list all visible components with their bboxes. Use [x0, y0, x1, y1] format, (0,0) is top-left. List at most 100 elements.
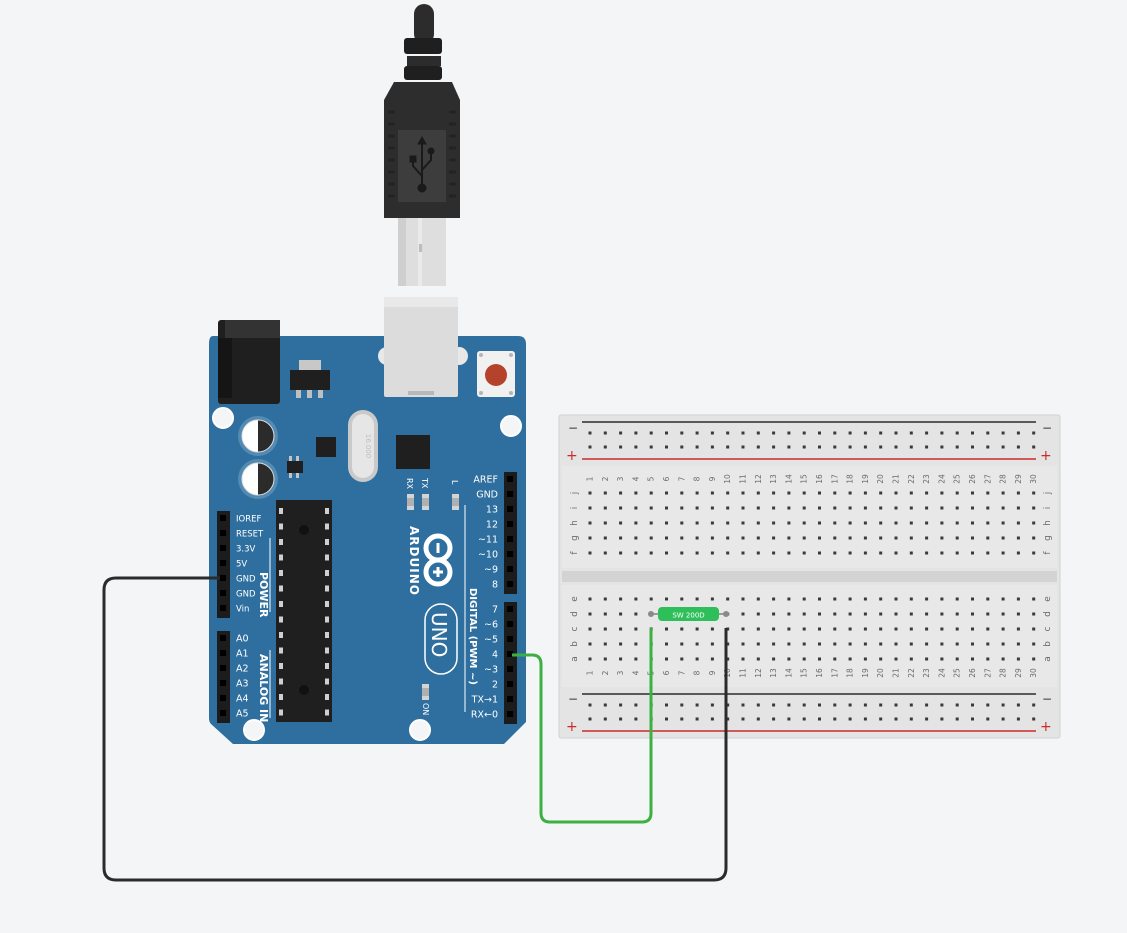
- terminal-hole[interactable]: [833, 506, 837, 510]
- terminal-hole[interactable]: [1032, 597, 1036, 601]
- rail-hole[interactable]: [955, 431, 959, 435]
- terminal-hole[interactable]: [649, 506, 653, 510]
- terminal-hole[interactable]: [787, 627, 791, 631]
- terminal-hole[interactable]: [848, 551, 852, 555]
- power-pin-socket[interactable]: [220, 530, 226, 536]
- terminal-hole[interactable]: [1016, 612, 1020, 616]
- terminal-hole[interactable]: [695, 506, 699, 510]
- rail-hole[interactable]: [665, 445, 668, 449]
- rail-hole[interactable]: [833, 717, 837, 721]
- terminal-hole[interactable]: [925, 551, 929, 555]
- rail-hole[interactable]: [619, 431, 623, 435]
- terminal-hole[interactable]: [986, 627, 990, 631]
- terminal-hole[interactable]: [909, 642, 913, 646]
- rail-hole[interactable]: [955, 703, 959, 707]
- terminal-hole[interactable]: [802, 597, 806, 601]
- terminal-hole[interactable]: [833, 521, 837, 525]
- terminal-hole[interactable]: [772, 642, 776, 646]
- terminal-hole[interactable]: [741, 627, 745, 631]
- terminal-hole[interactable]: [955, 657, 959, 661]
- terminal-hole[interactable]: [726, 536, 730, 540]
- digital-pin-socket[interactable]: [507, 711, 513, 717]
- terminal-hole[interactable]: [680, 642, 684, 646]
- terminal-hole[interactable]: [863, 627, 867, 631]
- rail-hole[interactable]: [772, 703, 776, 707]
- rail-hole[interactable]: [1032, 717, 1036, 721]
- terminal-hole[interactable]: [1001, 627, 1005, 631]
- terminal-hole[interactable]: [1016, 506, 1020, 510]
- terminal-hole[interactable]: [1032, 536, 1036, 540]
- rail-hole[interactable]: [955, 445, 959, 449]
- terminal-hole[interactable]: [863, 642, 867, 646]
- terminal-hole[interactable]: [925, 627, 929, 631]
- terminal-hole[interactable]: [1001, 521, 1005, 525]
- terminal-hole[interactable]: [741, 597, 745, 601]
- rail-hole[interactable]: [894, 717, 898, 721]
- rail-hole[interactable]: [649, 445, 653, 449]
- terminal-hole[interactable]: [863, 612, 867, 616]
- terminal-hole[interactable]: [818, 536, 821, 540]
- terminal-hole[interactable]: [863, 657, 867, 661]
- terminal-hole[interactable]: [833, 597, 837, 601]
- terminal-hole[interactable]: [680, 521, 684, 525]
- terminal-hole[interactable]: [649, 597, 653, 601]
- rail-hole[interactable]: [909, 431, 913, 435]
- terminal-hole[interactable]: [726, 627, 730, 631]
- terminal-hole[interactable]: [940, 627, 944, 631]
- terminal-hole[interactable]: [986, 612, 990, 616]
- rail-hole[interactable]: [741, 703, 745, 707]
- power-pin-socket[interactable]: [220, 605, 226, 611]
- terminal-hole[interactable]: [925, 521, 929, 525]
- terminal-hole[interactable]: [971, 506, 974, 510]
- terminal-hole[interactable]: [955, 612, 959, 616]
- rail-hole[interactable]: [863, 431, 867, 435]
- terminal-hole[interactable]: [665, 551, 668, 555]
- terminal-hole[interactable]: [588, 491, 592, 495]
- terminal-hole[interactable]: [818, 506, 821, 510]
- terminal-hole[interactable]: [619, 657, 623, 661]
- terminal-hole[interactable]: [634, 491, 638, 495]
- digital-pin-socket[interactable]: [507, 621, 513, 627]
- terminal-hole[interactable]: [710, 642, 714, 646]
- terminal-hole[interactable]: [1016, 536, 1020, 540]
- rail-hole[interactable]: [909, 445, 913, 449]
- rail-hole[interactable]: [925, 431, 929, 435]
- terminal-hole[interactable]: [894, 506, 898, 510]
- terminal-hole[interactable]: [619, 551, 623, 555]
- rail-hole[interactable]: [603, 703, 607, 707]
- terminal-hole[interactable]: [665, 627, 668, 631]
- terminal-hole[interactable]: [955, 597, 959, 601]
- rail-hole[interactable]: [772, 445, 776, 449]
- rail-hole[interactable]: [925, 445, 929, 449]
- terminal-hole[interactable]: [1016, 642, 1020, 646]
- terminal-hole[interactable]: [665, 491, 668, 495]
- rail-hole[interactable]: [680, 717, 684, 721]
- terminal-hole[interactable]: [726, 506, 730, 510]
- terminal-hole[interactable]: [971, 612, 974, 616]
- terminal-hole[interactable]: [1001, 536, 1005, 540]
- terminal-hole[interactable]: [1001, 657, 1005, 661]
- terminal-hole[interactable]: [955, 491, 959, 495]
- terminal-hole[interactable]: [603, 536, 607, 540]
- terminal-hole[interactable]: [971, 627, 974, 631]
- analog-pin-socket[interactable]: [220, 680, 226, 686]
- terminal-hole[interactable]: [634, 506, 638, 510]
- terminal-hole[interactable]: [863, 551, 867, 555]
- rail-hole[interactable]: [909, 703, 913, 707]
- terminal-hole[interactable]: [955, 551, 959, 555]
- terminal-hole[interactable]: [726, 551, 730, 555]
- rail-hole[interactable]: [1016, 445, 1020, 449]
- terminal-hole[interactable]: [710, 657, 714, 661]
- terminal-hole[interactable]: [894, 642, 898, 646]
- rail-hole[interactable]: [756, 431, 760, 435]
- terminal-hole[interactable]: [695, 551, 699, 555]
- terminal-hole[interactable]: [879, 642, 883, 646]
- rail-hole[interactable]: [1032, 431, 1036, 435]
- rail-hole[interactable]: [710, 431, 714, 435]
- terminal-hole[interactable]: [879, 491, 883, 495]
- terminal-hole[interactable]: [695, 627, 699, 631]
- terminal-hole[interactable]: [726, 597, 730, 601]
- analog-pin-socket[interactable]: [220, 665, 226, 671]
- rail-hole[interactable]: [986, 703, 990, 707]
- digital-pin-socket[interactable]: [507, 666, 513, 672]
